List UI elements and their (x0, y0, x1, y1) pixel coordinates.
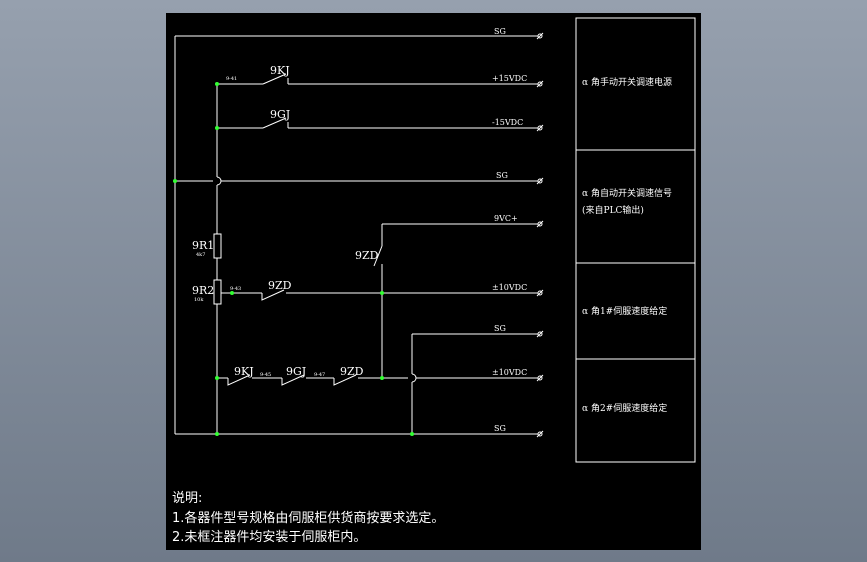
junction-dots (173, 82, 414, 436)
label-p15: +15VDC (492, 74, 527, 83)
junction-bot-start (215, 376, 219, 380)
label-pm10-b: ±10VDC (492, 368, 527, 377)
label-sg-top: SG (494, 27, 506, 36)
label-sg-low: SG (494, 324, 506, 333)
kj-bot-contact (227, 374, 251, 386)
panel-row3: α 角1#伺服速度给定 (582, 305, 667, 317)
value-r2: 10k (194, 297, 204, 303)
label-gj-top: 9GJ (270, 108, 290, 121)
panel-row2-line2: (来自PLC输出) (582, 204, 644, 216)
zd-vertical-contact (373, 245, 383, 267)
drawing-sheet (166, 13, 701, 550)
panel-row1: α 角手动开关调速电源 (582, 76, 672, 88)
zd-bot-contact (333, 374, 357, 386)
label-zd-mid: 9ZD (268, 279, 292, 292)
label-v9c: 9VC+ (494, 214, 518, 223)
zd-mid-contact (261, 289, 285, 301)
label-kj-bot: 9KJ (234, 365, 254, 378)
panel-row4: α 角2#伺服速度给定 (582, 402, 667, 414)
gj-top-contact (262, 117, 287, 129)
terminal-sg-low (537, 331, 543, 337)
label-zd-vertical: 9ZD (355, 249, 379, 262)
terminal-v9c (537, 221, 543, 227)
label-kj-top: 9KJ (270, 64, 290, 77)
label-pm10-a: ±10VDC (492, 283, 527, 292)
label-sg-bottom: SG (494, 424, 506, 433)
junction-m15 (215, 126, 219, 130)
terminal-pm10a (537, 290, 543, 296)
junction-zd-bot (380, 376, 384, 380)
description-panel (575, 17, 696, 463)
terminal-sg-bottom (537, 431, 543, 437)
notes-line2: 2.未框注器件均安装于伺服柜内。 (172, 529, 366, 545)
notes-line1: 1.各器件型号规格由伺服柜供货商按要求选定。 (172, 510, 444, 526)
label-r2: 9R2 (192, 284, 214, 297)
terminal-sg-top (537, 33, 543, 39)
terminal-sg-mid (537, 178, 543, 184)
notes-title: 说明: (172, 491, 202, 506)
junction-p15 (215, 82, 219, 86)
terminal-pm10b (537, 375, 543, 381)
value-r1: 4k7 (196, 252, 205, 258)
wire-number-47: 9-47 (314, 372, 325, 378)
junction-bottom-left (215, 432, 219, 436)
terminal-m15 (537, 125, 543, 131)
terminal-p15 (537, 81, 543, 87)
label-sg-mid: SG (496, 171, 508, 180)
wire-number-45: 9-45 (260, 372, 271, 378)
junction-bottom-right (410, 432, 414, 436)
label-r1: 9R1 (192, 239, 214, 252)
label-m15: -15VDC (492, 118, 523, 127)
junction-left-sg (173, 179, 177, 183)
wire-number-41: 9-41 (226, 76, 237, 82)
junction-r2-wiper (230, 291, 234, 295)
gj-bot-contact (281, 374, 305, 386)
kj-top-contact (262, 73, 287, 85)
label-zd-bot: 9ZD (340, 365, 364, 378)
junction-zd-mid (380, 291, 384, 295)
wire-number-43: 9-43 (230, 286, 241, 292)
label-gj-bot: 9GJ (286, 365, 306, 378)
terminal-symbols (536, 32, 544, 438)
panel-row2-line1: α 角自动开关调速信号 (582, 187, 672, 199)
